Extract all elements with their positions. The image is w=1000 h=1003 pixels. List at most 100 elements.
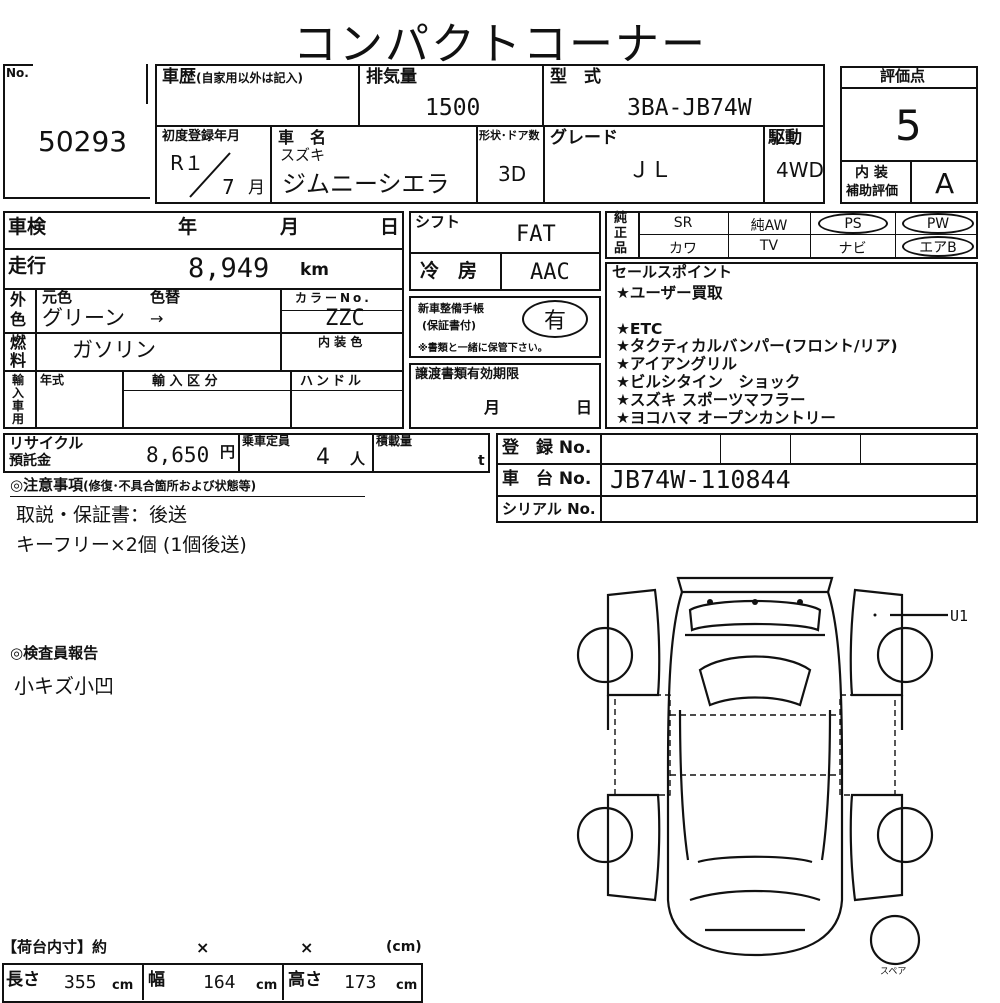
damage-mark-u1: U1 [950,607,969,625]
import-label-1: 輸 [12,373,25,387]
mileage-label: 走行 [8,255,47,277]
page-title: コンパクトコーナー [293,19,707,70]
cargo-label: 【荷台内寸】約 [2,938,108,956]
color-arrow: → [150,309,164,328]
displacement-value: 1500 [425,95,481,121]
car-name-label: 車 名 [278,128,327,147]
option-pw: PW [902,213,974,234]
option-ps: PS [818,213,888,234]
change-color-label: 色替 [150,288,181,306]
sales-point: ★アイアングリル [616,355,738,374]
notes-line: 取説・保証書：後送 [16,504,188,526]
shift-value: FAT [516,222,556,247]
interior-score-label-2: 補助評価 [846,184,899,199]
shift-label: シフト [415,213,461,231]
sales-point: ★ETC [616,319,663,338]
recycle-unit: 円 [220,443,236,461]
color-outer-label-2: 色 [10,310,27,329]
sales-points-list: ★ユーザー買取 ★ETC ★タクティカルバンパー(フロント/リア) ★アイアング… [616,284,898,427]
doors-value: 3D [498,162,527,186]
capacity-label: 乗車定員 [242,434,291,448]
registration-label: 登 録 No. [502,438,592,458]
import-label-3: 車 [12,399,25,413]
color-code-label: カラーNo. [295,291,372,305]
car-name: ジムニーシエラ [282,170,450,198]
chassis-label: 車 台 No. [502,469,592,489]
fuel-value: ガソリン [72,338,156,362]
model-label: 型 式 [550,67,601,87]
recycle-label-2: 預託金 [9,453,51,469]
lot-no-label: No. [6,66,29,80]
option-leather: カワ [669,241,697,257]
first-reg-label: 初度登録年月 [162,129,241,144]
drive-value: 4WD [776,158,824,182]
capacity-value: 4 [316,445,330,470]
cargo-unit: (cm) [386,939,422,955]
maintenance-label-2: (保証書付) [422,319,477,332]
recycle-value: 8,650 [146,443,210,467]
ac-label: 冷 房 [420,260,478,282]
transfer-label: 譲渡書類有効期限 [415,367,520,382]
transfer-day: 日 [576,398,593,417]
import-category-label: 輸 入 区 分 [152,374,218,389]
import-label-4: 用 [12,412,25,426]
notes-label: ◎注意事項(修復･不具合箇所および状態等) [10,476,257,494]
drive-label: 駆動 [768,128,802,148]
load-unit: t [478,453,485,469]
displacement-label: 排気量 [366,67,417,87]
options-label-2: 正 [614,226,628,241]
height-unit: cm [396,978,418,993]
score-box [840,66,978,204]
fuel-label-2: 料 [10,351,27,370]
inspector-label: ◎検査員報告 [10,644,99,662]
interior-color-label: 内 装 色 [318,335,363,349]
serial-label: シリアル No. [502,500,596,518]
sales-points-box [605,262,978,429]
first-reg-month: 7 [222,175,235,199]
notes-line: キーフリー×2個 (1個後送) [16,534,247,556]
orig-color-label: 元色 [42,288,73,306]
length-value: 355 [64,972,97,993]
color-outer-label-1: 外 [10,290,27,309]
cargo-x1: × [196,938,210,957]
interior-score-value: A [935,167,955,200]
inspection-year: 年 [178,216,198,238]
option-sr: SR [673,215,693,231]
options-label-1: 純 [614,211,628,226]
first-reg-month-unit: 月 [248,178,265,198]
option-genuine-aw: 純AW [750,218,788,234]
cargo-x2: × [300,938,314,957]
history-label: 車歴(自家用以外は記入) [162,67,303,87]
inspection-month: 月 [280,216,300,238]
model-value: 3BA-JB74W [627,95,752,121]
sales-point: ★スズキ スポーツマフラー [616,390,806,409]
first-reg-slash [189,152,231,198]
interior-score-label-1: 内 装 [855,165,888,181]
capacity-unit: 人 [350,450,366,468]
chassis-value: JB74W-110844 [610,465,791,494]
sales-point: ★ユーザー買取 [616,284,723,302]
first-reg-year: R１ [170,151,204,175]
recycle-label-1: リサイクル [9,434,84,452]
transfer-month: 月 [484,398,501,417]
spare-tire-label: スペア [880,967,907,977]
car-maker: スズキ [280,146,326,164]
import-year-label: 年式 [40,373,65,387]
inspection-label: 車検 [8,216,47,238]
grade-label: グレード [550,128,618,148]
mileage-unit: km [300,260,330,280]
sales-point: ★タクティカルバンパー(フロント/リア) [616,337,898,356]
length-label: 長さ [6,970,40,990]
load-label: 積載量 [376,434,413,448]
length-unit: cm [112,978,134,993]
color-value: グリーン [42,306,125,330]
options-label-3: 品 [614,241,628,256]
maintenance-label-1: 新車整備手帳 [418,302,484,315]
sales-point: ★ビルシタイン ショック [616,372,801,391]
width-value: 164 [203,972,236,993]
option-navi: ナビ [838,241,867,257]
car-damage-diagram [576,576,948,966]
doors-label: 形状･ドア数 [479,129,540,142]
import-label-2: 入 [12,386,25,400]
sales-point [616,303,898,321]
